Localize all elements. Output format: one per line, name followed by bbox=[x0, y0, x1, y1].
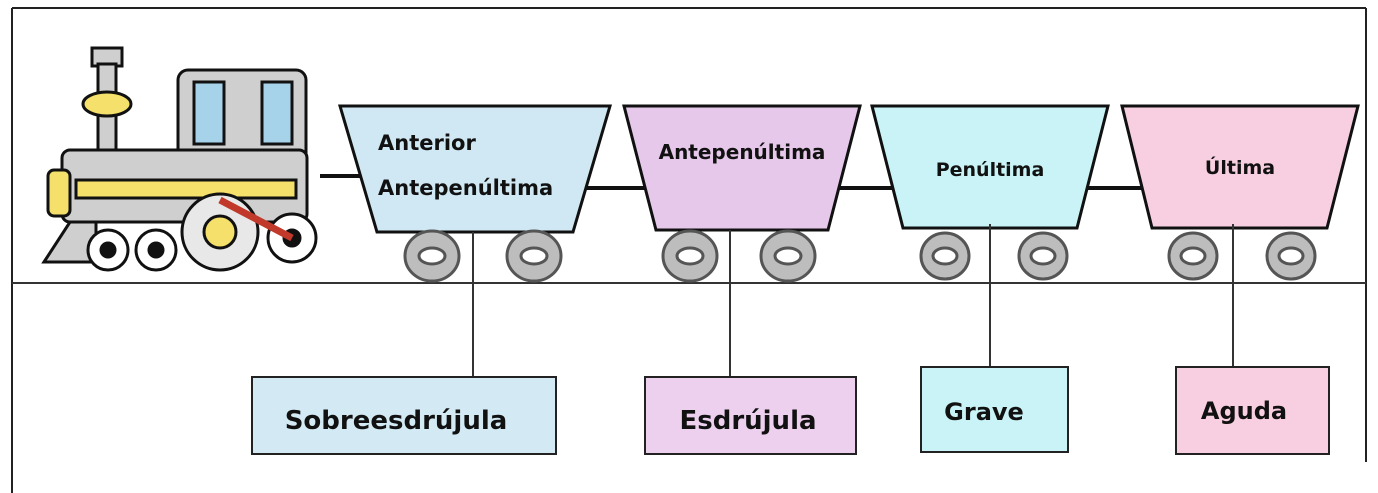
wheel-icon bbox=[1265, 231, 1317, 281]
wagon-body bbox=[1120, 104, 1360, 230]
box-label: Esdrújula bbox=[679, 406, 816, 436]
wheel-icon bbox=[661, 229, 719, 283]
steam-locomotive-icon bbox=[41, 46, 318, 272]
box-rect bbox=[644, 376, 857, 455]
wagon-label: Última bbox=[1205, 155, 1275, 179]
box-label: Sobreesdrújula bbox=[285, 406, 508, 436]
headlamp-icon bbox=[46, 168, 72, 218]
box-rect bbox=[251, 376, 557, 455]
wheel-hub bbox=[147, 241, 165, 259]
connecting-rod-icon bbox=[218, 196, 294, 242]
wheel-icon bbox=[505, 229, 563, 283]
accent-box-3: Grave bbox=[920, 366, 1069, 453]
wagon-label: Antepenúltima bbox=[659, 140, 826, 164]
wagon-body bbox=[870, 104, 1110, 230]
boiler-stripe bbox=[74, 178, 298, 200]
wagon-label-line1: Anterior bbox=[378, 131, 476, 155]
wheel-icon bbox=[1167, 231, 1219, 281]
wagon-4: Última bbox=[1120, 104, 1360, 230]
accent-box-4: Aguda bbox=[1175, 366, 1330, 455]
cab-window-icon bbox=[192, 80, 226, 146]
drive-wheel-hub bbox=[202, 214, 238, 250]
box-label: Grave bbox=[944, 398, 1024, 426]
wheel-icon bbox=[919, 231, 971, 281]
connectors bbox=[472, 224, 1234, 377]
cab-window-icon bbox=[260, 80, 294, 146]
box-label: Aguda bbox=[1201, 397, 1287, 425]
wagon-3: Penúltima bbox=[870, 104, 1110, 230]
wagon-wheels bbox=[403, 229, 1317, 283]
wheel-icon bbox=[1017, 231, 1069, 281]
wagon-2: Antepenúltima bbox=[622, 104, 862, 232]
wagon-label-line2: Antepenúltima bbox=[378, 176, 553, 200]
wheel-hub bbox=[99, 241, 117, 259]
wagon-body bbox=[622, 104, 862, 232]
accent-box-2: Esdrújula bbox=[644, 376, 857, 455]
wheel-icon bbox=[403, 229, 461, 283]
dome-icon bbox=[81, 90, 133, 118]
wagon-label: Penúltima bbox=[936, 159, 1045, 181]
wagon-1: Anterior Antepenúltima bbox=[337, 104, 613, 234]
box-rect bbox=[1175, 366, 1330, 455]
wagon-body bbox=[337, 104, 613, 234]
wheel-icon bbox=[759, 229, 817, 283]
accent-box-1: Sobreesdrújula bbox=[251, 376, 557, 455]
cowcatcher-icon bbox=[41, 220, 98, 264]
box-rect bbox=[920, 366, 1069, 453]
